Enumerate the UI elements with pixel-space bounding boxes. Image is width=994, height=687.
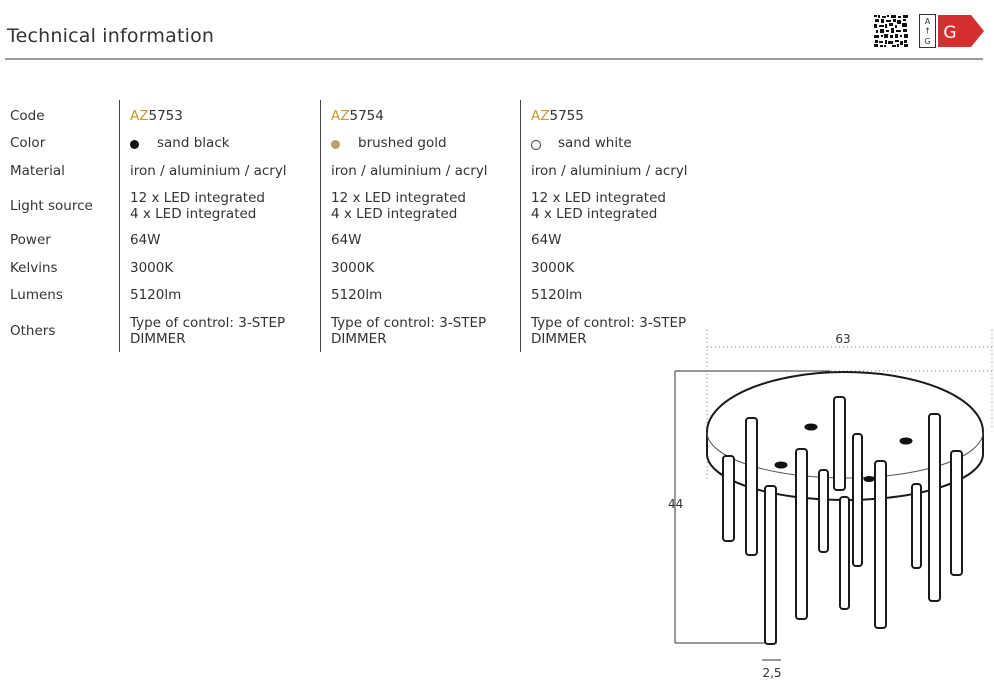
pendant-tube <box>722 455 735 542</box>
column-divider <box>119 100 120 352</box>
power-value: 64W <box>331 232 362 248</box>
product-code: AZ5755 <box>531 108 584 124</box>
light-source-line-2: 4 x LED integrated <box>331 206 458 222</box>
material-value: iron / aluminium / acryl <box>331 163 488 179</box>
light-source-line-2: 4 x LED integrated <box>531 206 658 222</box>
label-material: Material <box>10 163 65 179</box>
pendant-tube <box>764 485 777 645</box>
technical-drawing: 63 44 2,5 <box>668 330 994 680</box>
color-swatch <box>331 140 340 149</box>
pendant-tube <box>874 460 887 629</box>
tube-diameter-label: 2,5 <box>762 666 781 680</box>
label-power: Power <box>10 232 51 248</box>
product-code: AZ5754 <box>331 108 384 124</box>
light-source-line-1: 12 x LED integrated <box>531 190 666 206</box>
others-line-1: Type of control: 3-STEP <box>331 315 487 331</box>
light-source-line-1: 12 x LED integrated <box>130 190 265 206</box>
lumens-value: 5120lm <box>130 287 182 303</box>
page-title: Technical information <box>7 25 215 47</box>
pendant-tube <box>928 413 941 602</box>
product-column: AZ5754 brushed gold iron / aluminium / a… <box>320 100 520 352</box>
others-line-2: DIMMER <box>331 331 387 347</box>
label-others: Others <box>10 323 56 339</box>
led-spot-icon <box>774 461 788 469</box>
color-name: sand white <box>558 135 632 151</box>
header-divider <box>5 58 983 60</box>
lumens-value: 5120lm <box>531 287 583 303</box>
width-label: 63 <box>835 332 850 346</box>
others-line-2: DIMMER <box>531 331 587 347</box>
color-name: sand black <box>157 135 230 151</box>
label-color: Color <box>10 135 46 151</box>
power-value: 64W <box>130 232 161 248</box>
spec-table: Code Color Material Light source Power K… <box>0 100 700 360</box>
led-spot-icon <box>899 437 913 445</box>
kelvins-value: 3000K <box>331 260 375 276</box>
material-value: iron / aluminium / acryl <box>531 163 688 179</box>
color-swatch <box>531 140 541 150</box>
light-source-line-1: 12 x LED integrated <box>331 190 466 206</box>
energy-scale-top: A <box>925 17 931 26</box>
energy-scale-bottom: G <box>924 37 930 46</box>
others-line-1: Type of control: 3-STEP <box>130 315 286 331</box>
label-code: Code <box>10 108 45 124</box>
lumens-value: 5120lm <box>331 287 383 303</box>
power-value: 64W <box>531 232 562 248</box>
led-spot-icon <box>863 476 875 482</box>
code-number: 5754 <box>349 108 384 124</box>
label-light-source: Light source <box>10 198 93 214</box>
pendant-tube <box>839 496 850 610</box>
code-number: 5755 <box>549 108 584 124</box>
column-divider <box>520 100 521 352</box>
code-prefix: AZ <box>531 108 550 124</box>
kelvins-value: 3000K <box>130 260 174 276</box>
color-name: brushed gold <box>358 135 447 151</box>
others-line-1: Type of control: 3-STEP <box>531 315 687 331</box>
pendant-tube <box>833 396 846 491</box>
others-line-2: DIMMER <box>130 331 186 347</box>
product-code: AZ5753 <box>130 108 183 124</box>
energy-class: G <box>943 23 956 43</box>
material-value: iron / aluminium / acryl <box>130 163 287 179</box>
pendant-tube <box>950 450 963 576</box>
column-divider <box>320 100 321 352</box>
height-label: 44 <box>668 497 683 511</box>
product-column: AZ5755 sand white iron / aluminium / acr… <box>520 100 720 352</box>
code-prefix: AZ <box>331 108 350 124</box>
label-lumens: Lumens <box>10 287 63 303</box>
pendant-tube <box>818 469 829 553</box>
kelvins-value: 3000K <box>531 260 575 276</box>
energy-scale-arrow: ↑ <box>924 27 931 36</box>
pendant-tube <box>911 483 922 569</box>
product-column: AZ5753 sand black iron / aluminium / acr… <box>119 100 319 352</box>
pendant-tube <box>745 417 758 556</box>
label-kelvins: Kelvins <box>10 260 58 276</box>
qr-code-icon <box>873 14 909 48</box>
pendant-tube <box>795 448 808 620</box>
light-source-line-2: 4 x LED integrated <box>130 206 257 222</box>
led-spot-icon <box>804 423 818 431</box>
energy-label-icon: A ↑ G G <box>919 14 984 48</box>
color-swatch <box>130 140 139 149</box>
pendant-tube <box>852 433 863 567</box>
code-prefix: AZ <box>130 108 149 124</box>
code-number: 5753 <box>148 108 183 124</box>
